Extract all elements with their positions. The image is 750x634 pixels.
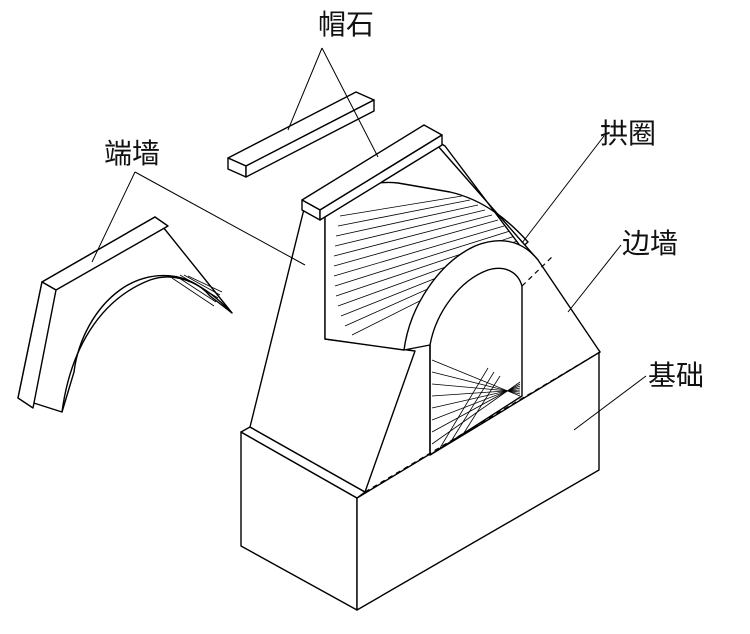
label-foundation: 基础 <box>648 359 705 392</box>
inner-barrel-hatch <box>431 359 521 449</box>
culvert-body <box>240 124 601 611</box>
label-side-wall: 边墙 <box>622 227 679 260</box>
end-wall-hatch <box>171 274 223 307</box>
label-cap-stone: 帽石 <box>318 8 375 41</box>
label-end-wall: 端墙 <box>104 137 161 170</box>
cap-stone-small <box>227 91 375 178</box>
leaders <box>91 47 647 431</box>
end-wall-piece <box>17 216 233 413</box>
label-arch-ring: 拱圈 <box>600 117 657 150</box>
